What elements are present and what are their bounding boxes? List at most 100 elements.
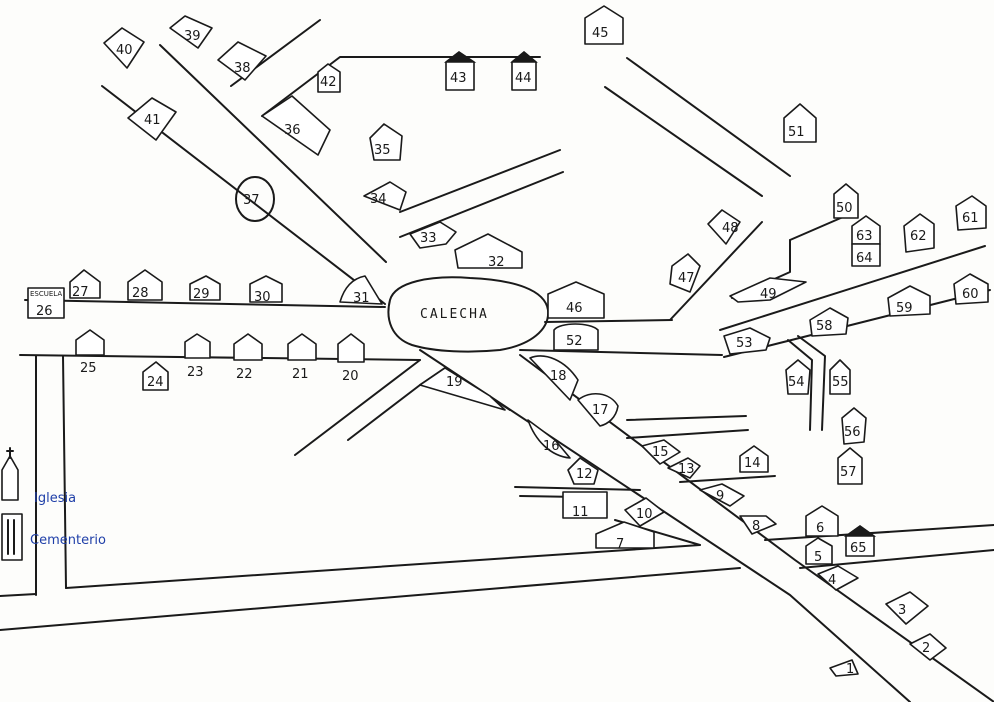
house-31-label: 31 — [353, 291, 370, 306]
house-62-label: 62 — [910, 229, 927, 244]
road-upper-diagonal-2 — [399, 171, 564, 238]
road-northeast-2 — [604, 86, 763, 197]
road-west-upper — [24, 299, 386, 308]
house-33-label: 33 — [420, 231, 437, 246]
cemetery-lines — [7, 519, 15, 555]
house-22-label: 22 — [236, 367, 253, 382]
house-50-shape — [833, 183, 859, 219]
house-50-label: 50 — [836, 201, 853, 216]
house-15-shape — [641, 439, 681, 465]
house-6-shape — [805, 505, 839, 537]
house-32-shape — [454, 233, 523, 269]
house-3-shape — [885, 591, 929, 625]
house-10-shape — [624, 497, 665, 527]
house-2-shape — [909, 633, 947, 661]
road-43-44 — [261, 56, 541, 117]
house-10-label: 10 — [636, 507, 653, 522]
house-36-shape — [261, 95, 331, 156]
road-14-side-2 — [626, 429, 749, 439]
house-18-shape — [529, 355, 579, 401]
house-45-label: 45 — [592, 26, 609, 41]
house-24-shape — [142, 361, 169, 391]
house-49-shape — [729, 277, 807, 303]
road-0-west-top — [0, 593, 37, 597]
road-northeast — [626, 57, 791, 177]
house-63-label: 63 — [856, 229, 873, 244]
house-61-label: 61 — [962, 211, 979, 226]
house-28-label: 28 — [132, 286, 149, 301]
house-41-shape — [127, 97, 177, 141]
road-east-main — [544, 319, 673, 323]
road-north-upper — [159, 44, 387, 263]
house-15-label: 15 — [652, 445, 669, 460]
escuela-label: ESCUELA — [30, 290, 62, 298]
house-27-label: 27 — [72, 285, 89, 300]
house-16-shape — [527, 419, 571, 459]
house-38-label: 38 — [234, 61, 251, 76]
house-23-label: 23 — [187, 365, 204, 380]
house-32-label: 32 — [488, 255, 505, 270]
house-31-shape — [339, 275, 383, 305]
house-4-label: 4 — [828, 573, 836, 588]
house-18-label: 18 — [550, 369, 567, 384]
house-40-shape — [103, 27, 145, 69]
house-43-label: 43 — [450, 71, 467, 86]
house-8-label: 8 — [752, 519, 760, 534]
church-cross — [6, 447, 14, 459]
house-6-label: 6 — [816, 521, 824, 536]
house-61-shape — [955, 195, 987, 231]
house-65-label: 65 — [850, 541, 867, 556]
road-11-side — [514, 486, 641, 491]
road-east-far — [719, 245, 986, 331]
house-35-label: 35 — [374, 143, 391, 158]
road-west-vertical — [62, 355, 67, 589]
road-upper-diagonal — [399, 149, 561, 213]
plaza-label: CALECHA — [420, 307, 489, 322]
house-7-label: 7 — [616, 537, 624, 552]
house-3-label: 3 — [898, 603, 906, 618]
road-54-55-b — [797, 335, 826, 431]
house-52-shape — [553, 323, 599, 351]
plaza — [387, 276, 550, 353]
house-38-shape — [217, 41, 267, 81]
house-29-shape — [189, 275, 221, 301]
house-23-shape — [184, 333, 211, 359]
house-25-label: 25 — [80, 361, 97, 376]
house-1-label: 1 — [846, 662, 854, 677]
house-17-label: 17 — [592, 403, 609, 418]
house-51-label: 51 — [788, 125, 805, 140]
house-57-shape — [837, 447, 863, 485]
house-64-shape — [851, 243, 881, 267]
houses — [1, 5, 989, 677]
house-25-shape — [75, 329, 105, 356]
house-39-label: 39 — [184, 29, 201, 44]
house-9-label: 9 — [716, 489, 724, 504]
house-39-shape — [169, 15, 213, 49]
iglesia-label: Iglesia — [34, 491, 76, 506]
house-19-label: 19 — [446, 375, 463, 390]
house-56-label: 56 — [844, 425, 861, 440]
house-34-shape — [363, 181, 407, 211]
road-9-side — [679, 475, 776, 483]
house-56-shape — [841, 407, 867, 445]
road-south-horizontal — [65, 544, 701, 589]
house-53-label: 53 — [736, 336, 753, 351]
house-14-shape — [739, 445, 769, 473]
house-28-shape — [127, 269, 163, 301]
house-42-label: 42 — [320, 75, 337, 90]
house-44-label: 44 — [515, 71, 532, 86]
house-55-shape — [829, 359, 851, 395]
house-46-shape — [547, 281, 605, 319]
house-13-label: 13 — [678, 462, 695, 477]
house-29-label: 29 — [193, 287, 210, 302]
house-16-label: 16 — [543, 439, 560, 454]
house-12-label: 12 — [576, 467, 593, 482]
roads — [0, 19, 994, 702]
house-7-shape — [595, 521, 655, 549]
house-24-label: 24 — [147, 375, 164, 390]
house-5-shape — [805, 537, 833, 565]
house-45-shape — [584, 5, 624, 45]
cementerio-label: Cementerio — [30, 533, 106, 548]
